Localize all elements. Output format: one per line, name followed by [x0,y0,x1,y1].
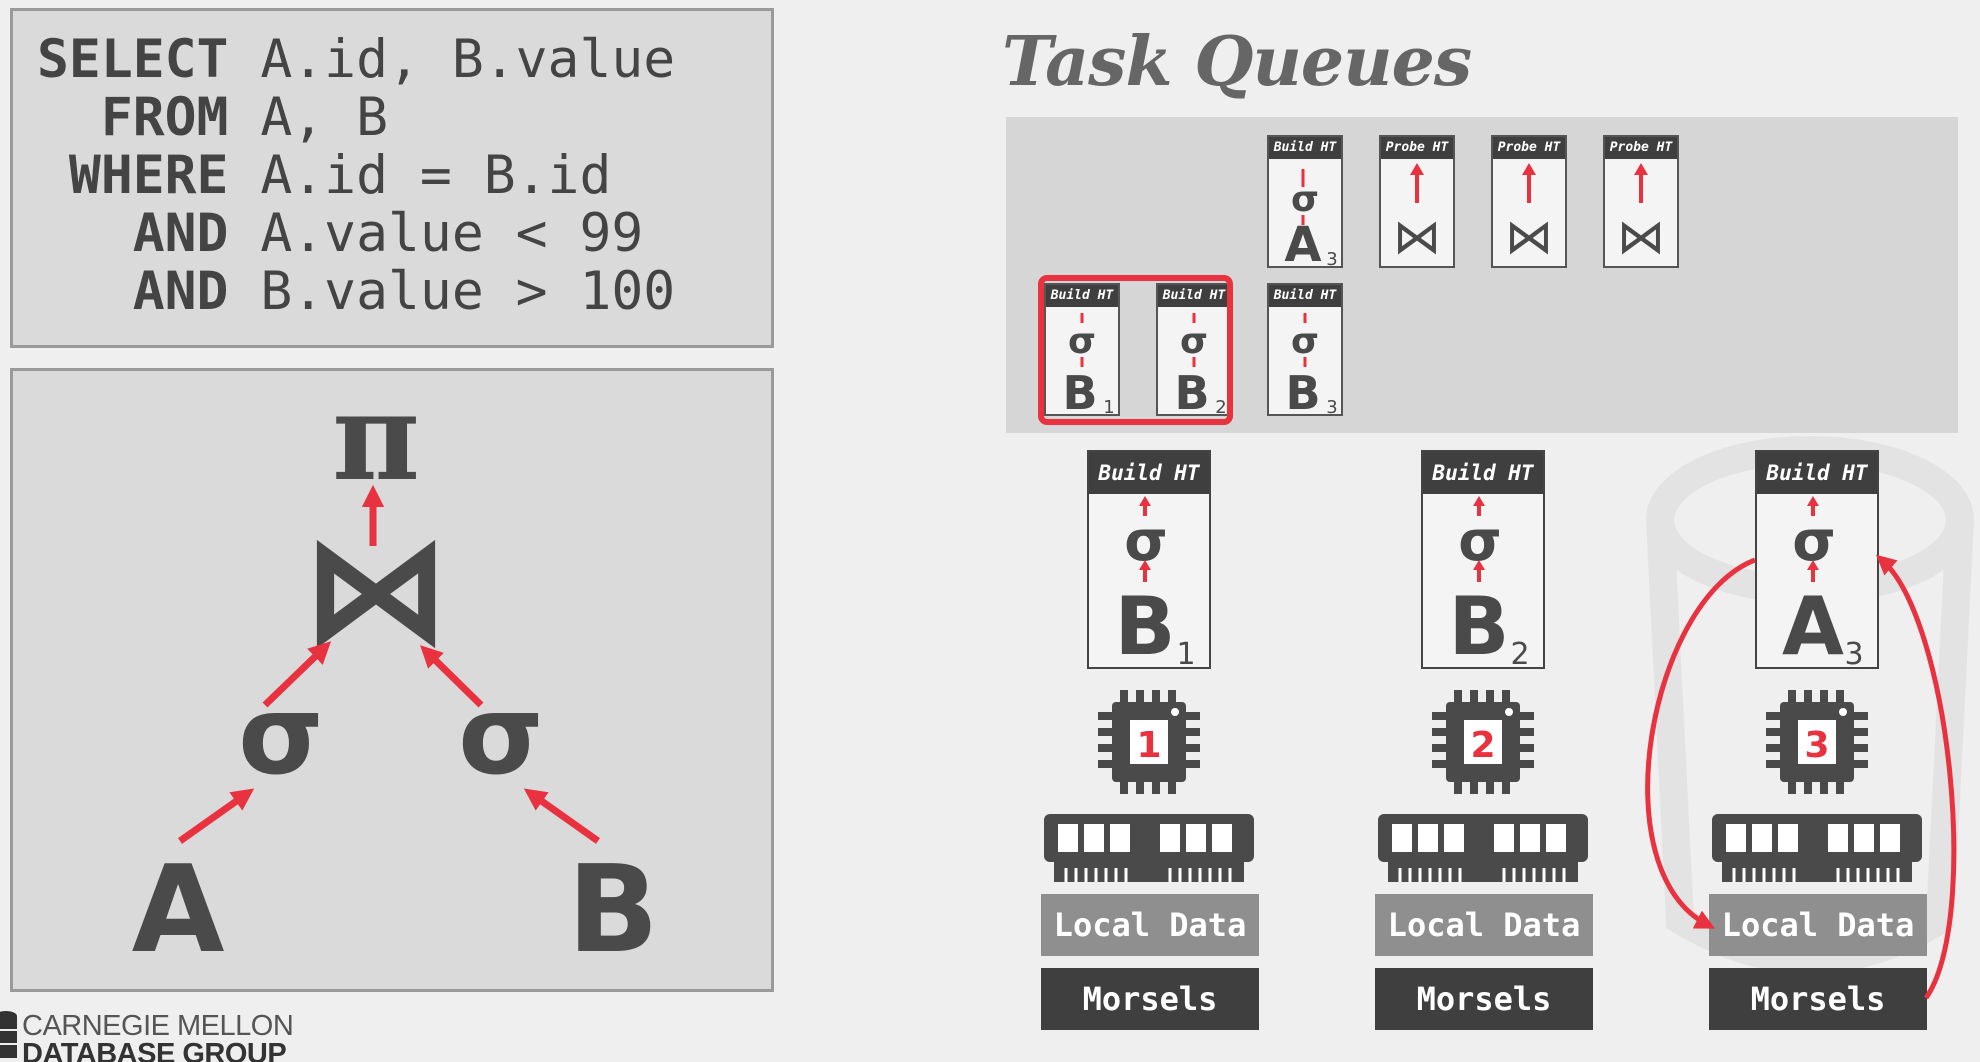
queue-task-build-a3: Build HT σ A 3 [1267,135,1343,268]
worker-task-table: B [1449,580,1510,667]
memory-module-icon [1378,814,1588,882]
cpu-chip-icon: 1 [1098,690,1200,794]
task-op: σ [1291,321,1319,362]
task-table: B [1062,366,1097,414]
sql-line-5: B.value > 100 [228,261,676,322]
task-body: ⋈ [1505,163,1553,265]
local-data-block: Local Data [1709,894,1927,956]
worker-task-table: A [1782,580,1844,667]
database-icon [0,1011,17,1058]
task-op: σ [1291,179,1319,220]
worker-task-subscript: 3 [1844,637,1863,667]
sql-line-1: A.id, B.value [228,29,676,90]
task-header: Probe HT [1605,137,1677,159]
table-a-label: A [132,841,225,980]
sql-query-text: SELECT A.id, B.value FROM A, B WHERE A.i… [13,11,771,321]
task-subscript: 2 [1215,397,1226,414]
cpu-chip-icon: 3 [1766,690,1868,794]
task-op: ⋈ [1505,209,1553,265]
sql-kw-select: SELECT [37,29,229,90]
queue-task-probe-3: Probe HT ⋈ [1603,135,1679,268]
sql-kw-and-2: AND [37,261,229,322]
sql-kw-where: WHERE [37,145,229,206]
left-selection-symbol: σ [238,671,324,799]
task-body: ⋈ [1617,163,1665,265]
worker-2-task-card: Build HT σ B 2 [1421,450,1545,669]
worker-1-task-card: Build HT σ B 1 [1087,450,1211,669]
sql-query-panel: SELECT A.id, B.value FROM A, B WHERE A.i… [10,8,774,348]
task-subscript: 3 [1326,397,1337,414]
worker-task-body: σ A 3 [1782,496,1864,667]
task-table: B [1174,366,1209,414]
page-title: Task Queues [1002,22,1472,102]
task-subscript: 3 [1326,249,1337,266]
data-flow-loop-arrows [1645,554,1957,1000]
task-header: Build HT [1269,285,1341,307]
dequeued-tasks-highlight [1038,275,1233,425]
task-body: σ B 3 [1285,313,1338,414]
morsels-block: Morsels [1041,968,1259,1030]
memory-module-icon [1044,814,1254,882]
task-header: Build HT [1158,285,1230,307]
task-op: σ [1068,321,1096,362]
task-body: σ A 3 [1284,169,1338,266]
worker-3-task-card: Build HT σ A 3 [1755,450,1879,669]
worker-task-body: σ B 2 [1449,496,1530,667]
right-selection-symbol: σ [458,671,544,799]
morsels-block: Morsels [1375,968,1593,1030]
queue-task-probe-2: Probe HT ⋈ [1491,135,1567,268]
worker-task-table: B [1115,580,1176,667]
task-table: A [1284,217,1321,266]
memory-module-icon [1712,814,1922,882]
queue-task-build-b3: Build HT σ B 3 [1267,283,1343,416]
arrow-table-b-to-select [523,788,601,844]
local-data-block: Local Data [1375,894,1593,956]
worker-task-header: Build HT [1757,452,1877,494]
query-plan-tree: π ⋈ σ σ A B [132,371,659,980]
cpu-chip-icon: 2 [1432,690,1534,794]
task-op: ⋈ [1617,209,1665,265]
task-header: Probe HT [1493,137,1565,159]
worker-task-header: Build HT [1089,452,1209,494]
task-header: Build HT [1269,137,1341,159]
task-op: σ [1180,321,1208,362]
task-header: Probe HT [1381,137,1453,159]
worker-task-body: σ B 1 [1115,496,1196,667]
morsels-block: Morsels [1709,968,1927,1030]
local-data-block: Local Data [1041,894,1259,956]
queue-task-build-b1: Build HT σ B 1 [1044,283,1120,416]
projection-symbol: π [332,371,420,508]
worker-task-subscript: 2 [1510,637,1529,667]
logo-line-2: DATABASE GROUP [22,1038,287,1062]
cpu-core-number: 1 [1136,725,1161,766]
table-b-label: B [567,841,658,980]
task-body: σ B 2 [1174,313,1227,414]
worker-task-subscript: 1 [1176,637,1195,667]
sql-kw-and-1: AND [37,203,229,264]
sql-line-3: A.id = B.id [228,145,612,206]
arrow-table-a-to-select [177,788,255,844]
queue-task-build-b2: Build HT σ B 2 [1156,283,1232,416]
task-table: B [1285,366,1320,414]
loop-arrow-task-to-local-data [1645,557,1756,929]
task-subscript: 1 [1103,397,1114,414]
cpu-core-number: 3 [1804,725,1829,766]
sql-line-4: A.value < 99 [228,203,644,264]
queue-task-probe-1: Probe HT ⋈ [1379,135,1455,268]
cpu-core-number: 2 [1470,725,1495,766]
sql-line-2: A, B [228,87,388,148]
task-op: ⋈ [1393,209,1441,265]
task-header: Build HT [1046,285,1118,307]
arrow-right-select-to-join [420,645,484,708]
loop-arrow-morsels-to-task [1876,554,1957,1000]
worker-task-header: Build HT [1423,452,1543,494]
task-body: σ B 1 [1062,313,1115,414]
task-body: ⋈ [1393,163,1441,265]
sql-kw-from: FROM [37,87,229,148]
cmu-db-logo: CARNEGIE MELLON DATABASE GROUP [0,1004,300,1062]
query-plan-panel: π ⋈ σ σ A B [10,368,774,992]
arrow-left-select-to-join [262,641,332,708]
logo-line-1: CARNEGIE MELLON [22,1010,294,1042]
